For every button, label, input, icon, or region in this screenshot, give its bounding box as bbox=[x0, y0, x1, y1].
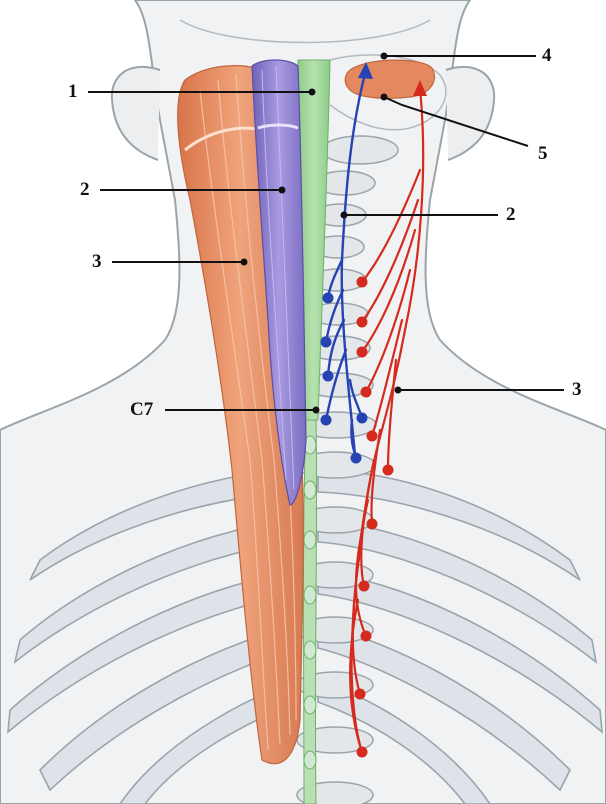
label-2-right: 2 bbox=[506, 205, 516, 224]
supraspinous-ligament bbox=[304, 420, 317, 804]
vertebra-c1 bbox=[322, 136, 398, 164]
label-3-left: 3 bbox=[92, 252, 102, 271]
label-3-right: 3 bbox=[572, 380, 582, 399]
label-2-left: 2 bbox=[80, 180, 90, 199]
label-5: 5 bbox=[538, 144, 548, 163]
left-ear bbox=[112, 67, 160, 160]
right-ear bbox=[446, 67, 494, 160]
label-1: 1 bbox=[68, 82, 78, 101]
label-c7: C7 bbox=[130, 400, 153, 419]
label-4: 4 bbox=[542, 46, 552, 65]
